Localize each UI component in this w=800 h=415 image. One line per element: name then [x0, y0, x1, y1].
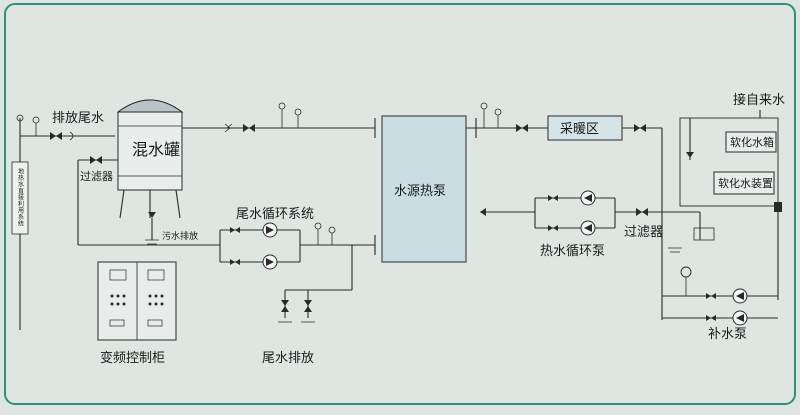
filter-icon — [636, 208, 648, 216]
tap-water-label: 接自来水 — [733, 92, 785, 108]
valve-icon — [281, 300, 289, 312]
heating-zone — [547, 115, 623, 141]
gauge-icon — [480, 102, 488, 110]
vfd-cabinet-label: 变频控制柜 — [100, 350, 165, 366]
pump-arrow-icon — [584, 194, 592, 202]
valve-icon — [706, 293, 716, 299]
cabinet-display — [147, 269, 165, 281]
filter-right-label: 过滤器 — [624, 225, 663, 240]
pump-arrow-icon — [736, 292, 744, 300]
valve-icon — [634, 124, 646, 132]
cabinet-handle — [109, 319, 125, 327]
valve-icon — [774, 202, 782, 212]
expansion-tank — [693, 227, 715, 241]
water-source-heat-pump — [381, 115, 467, 263]
mixing-tank-top — [116, 99, 184, 113]
valve-icon — [706, 315, 716, 321]
makeup-pump-label: 补水泵 — [708, 327, 747, 342]
outer-frame — [4, 3, 796, 405]
heat-pump-label: 水源热泵 — [394, 184, 446, 199]
valve-icon — [230, 227, 240, 233]
pump-arrow-icon — [736, 314, 744, 322]
check-valve-icon — [224, 123, 233, 133]
check-valve-icon — [69, 131, 74, 141]
pump-arrow-icon — [266, 226, 274, 234]
cabinet-handle — [147, 319, 163, 327]
water-softener — [713, 171, 775, 195]
tail-loop-label: 尾水循环系统 — [236, 207, 314, 222]
discharge-label-bottom: 尾水排放 — [262, 351, 314, 366]
heating-zone-label: 采暖区 — [560, 122, 599, 137]
mixing-tank-label: 混水罐 — [132, 140, 180, 159]
gauge-icon — [16, 114, 24, 122]
thermometer-icon — [328, 226, 336, 234]
valve-icon — [304, 300, 312, 312]
filter-left-label: 过滤器 — [80, 170, 113, 183]
thermometer-icon — [494, 108, 502, 116]
gauge-icon — [680, 266, 692, 278]
flow-arrow-icon — [686, 152, 694, 158]
pump-arrow-icon — [584, 224, 592, 232]
valve-icon — [148, 212, 156, 218]
valve-icon — [50, 132, 62, 140]
valve-icon — [516, 124, 528, 132]
pump-arrow-icon — [266, 258, 274, 266]
valve-icon — [548, 225, 558, 231]
tank-leg-left — [119, 189, 125, 219]
valve-icon — [230, 259, 240, 265]
softener-enclosure — [679, 117, 779, 207]
gauge-icon — [278, 102, 286, 110]
cabinet-buttons — [110, 294, 164, 306]
drain-icon — [668, 247, 682, 253]
softened-water-tank — [725, 131, 777, 153]
cabinet-display — [109, 269, 127, 281]
left-vertical-label: 地热水直接利用系统 — [17, 167, 24, 227]
tank-leg-right — [175, 189, 181, 219]
thermometer-icon — [32, 116, 40, 124]
thermometer-icon — [294, 108, 302, 116]
valve-icon — [243, 124, 255, 132]
sewage-discharge-label: 污水排放 — [162, 230, 198, 242]
flow-arrow-icon — [480, 208, 486, 216]
filter-icon — [90, 156, 102, 164]
drain-icon — [145, 239, 159, 245]
valve-icon — [548, 195, 558, 201]
discharge-label-top: 排放尾水 — [52, 111, 104, 126]
hot-loop-pump-label: 热水循环泵 — [540, 244, 605, 259]
softener-label: 软化水装置 — [718, 176, 773, 190]
softened-tank-label: 软化水箱 — [730, 135, 774, 149]
gauge-icon — [314, 222, 322, 230]
